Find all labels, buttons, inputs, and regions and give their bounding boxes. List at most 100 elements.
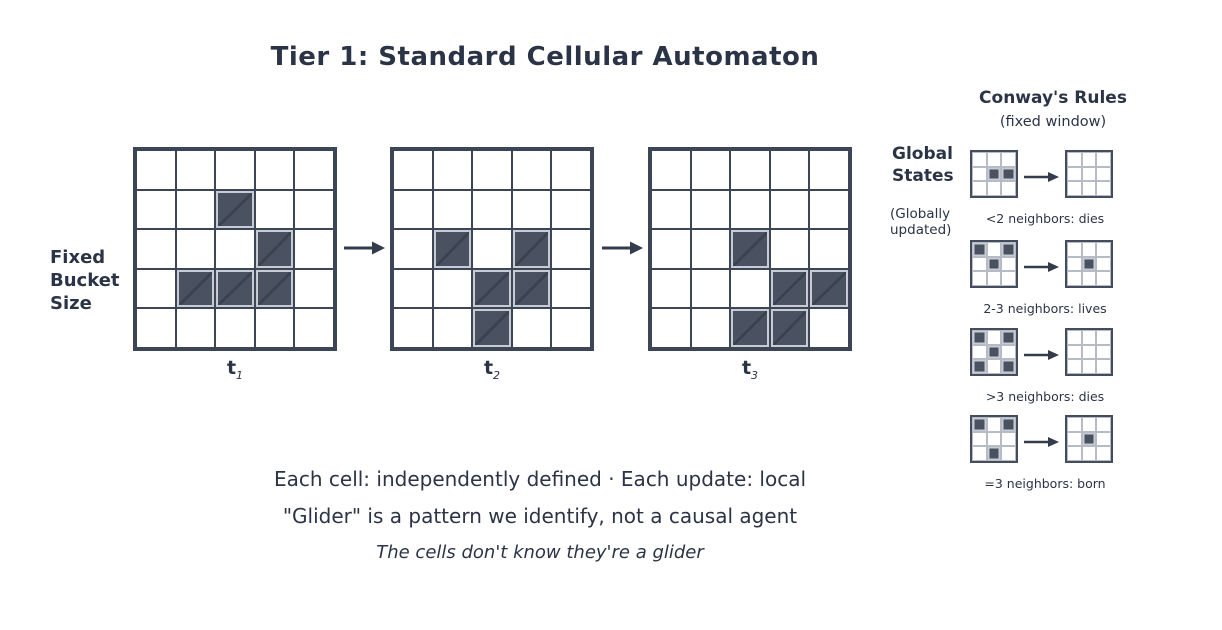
dead-cell [809, 229, 849, 269]
dead-cell [809, 189, 849, 230]
dead-cell [1096, 271, 1111, 286]
dead-cell [1096, 242, 1111, 257]
dead-cell [769, 150, 810, 190]
live-cell [972, 330, 987, 345]
dead-cell [690, 229, 731, 269]
fixed-window-subtitle: (fixed window) [999, 114, 1107, 130]
live-cell [986, 344, 1002, 360]
dead-cell [551, 189, 591, 230]
dead-cell [1001, 446, 1016, 461]
globally-updated-note: (Globally updated) [890, 206, 952, 238]
dead-cell [551, 308, 591, 348]
dead-cell [986, 431, 1002, 447]
dead-cell [551, 150, 591, 190]
dead-cell [986, 359, 1002, 374]
dead-cell [690, 189, 731, 230]
dead-cell [1096, 256, 1111, 272]
dead-cell [1096, 431, 1111, 447]
rule-row-2-3-lives: 2-3 neighbors: lives [965, 240, 1125, 322]
live-cell [986, 446, 1002, 461]
live-cell [769, 268, 810, 309]
rule-caption: 2-3 neighbors: lives [983, 301, 1107, 316]
dead-cell [1067, 446, 1082, 461]
dead-cell [511, 189, 552, 230]
live-cell [254, 229, 295, 269]
rule-after-grid [1065, 415, 1113, 463]
dead-cell [294, 308, 334, 348]
dead-cell [1001, 271, 1016, 286]
rule-row-under2-dies: <2 neighbors: dies [965, 150, 1125, 232]
dead-cell [1067, 271, 1082, 286]
live-cell [1081, 256, 1097, 272]
dead-cell [393, 268, 433, 309]
dead-cell [730, 268, 770, 309]
dead-cell [175, 150, 216, 190]
rule-before-grid [970, 240, 1018, 288]
dead-cell [136, 189, 176, 230]
dead-cell [690, 150, 731, 190]
dead-cell [511, 308, 552, 348]
live-cell [1001, 417, 1016, 432]
dead-cell [986, 271, 1002, 286]
rule-caption: >3 neighbors: dies [985, 389, 1105, 404]
arrow-right-icon [601, 240, 643, 256]
dead-cell [651, 268, 691, 309]
dead-cell [769, 229, 810, 269]
dead-cell [551, 229, 591, 269]
dead-cell [986, 181, 1002, 196]
rule-row-equals3-born: =3 neighbors: born [965, 415, 1125, 497]
dead-cell [1081, 344, 1097, 360]
dead-cell [1081, 242, 1097, 257]
dead-cell [136, 229, 176, 269]
dead-cell [972, 431, 987, 447]
live-cell [1001, 166, 1016, 182]
dead-cell [1067, 152, 1082, 167]
dead-cell [254, 150, 295, 190]
fixed-bucket-size-label: Fixed Bucket Size [50, 247, 120, 314]
dead-cell [393, 150, 433, 190]
dead-cell [1081, 166, 1097, 182]
live-cell [432, 229, 473, 269]
dead-cell [1001, 344, 1016, 360]
live-cell [215, 189, 255, 230]
dead-cell [294, 189, 334, 230]
live-cell [730, 229, 770, 269]
dead-cell [254, 189, 295, 230]
dead-cell [136, 268, 176, 309]
dead-cell [972, 344, 987, 360]
automaton-grid-t1 [133, 147, 337, 351]
dead-cell [1081, 181, 1097, 196]
dead-cell [1067, 181, 1082, 196]
arrow-right-icon [343, 240, 385, 256]
dead-cell [809, 150, 849, 190]
dead-cell [651, 308, 691, 348]
dead-cell [1001, 431, 1016, 447]
dead-cell [1067, 344, 1082, 360]
dead-cell [1096, 181, 1111, 196]
dead-cell [1081, 446, 1097, 461]
dead-cell [1067, 417, 1082, 432]
dead-cell [972, 152, 987, 167]
dead-cell [651, 229, 691, 269]
arrow-right-icon [1023, 346, 1059, 360]
dead-cell [294, 268, 334, 309]
dead-cell [175, 229, 216, 269]
dead-cell [986, 417, 1002, 432]
dead-cell [175, 308, 216, 348]
dead-cell [551, 268, 591, 309]
live-cell [972, 417, 987, 432]
dead-cell [1001, 152, 1016, 167]
live-cell [215, 268, 255, 309]
live-cell [1081, 431, 1097, 447]
dead-cell [472, 189, 512, 230]
rule-caption: <2 neighbors: dies [985, 211, 1105, 226]
dead-cell [472, 229, 512, 269]
dead-cell [1001, 256, 1016, 272]
footer-note-local-updates: Each cell: independently defined · Each … [273, 467, 807, 491]
dead-cell [972, 271, 987, 286]
dead-cell [472, 150, 512, 190]
footer-note-cells-dont-know: The cells don't know they're a glider [376, 542, 704, 563]
dead-cell [294, 150, 334, 190]
time-label-t2: t2 [483, 357, 501, 382]
dead-cell [1067, 330, 1082, 345]
